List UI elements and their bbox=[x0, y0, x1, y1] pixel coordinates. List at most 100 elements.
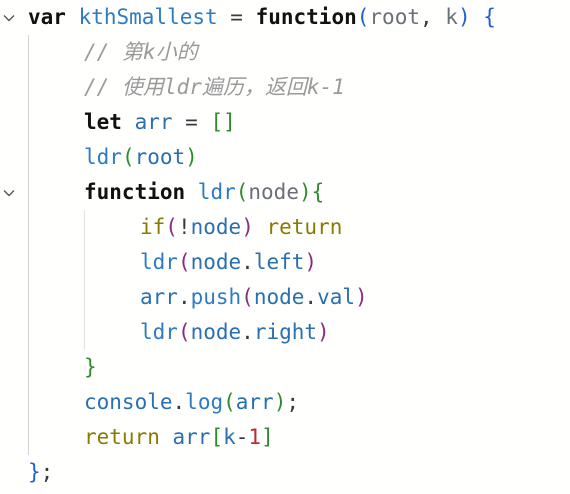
code-token: left bbox=[253, 250, 305, 274]
code-token: ) bbox=[317, 320, 330, 344]
code-token: . bbox=[241, 250, 254, 274]
code-token: ; bbox=[40, 460, 54, 484]
code-token: node bbox=[248, 180, 299, 204]
code-token: arr bbox=[172, 425, 211, 449]
code-line[interactable]: let arr = [] bbox=[0, 105, 570, 140]
code-token: ldr bbox=[197, 180, 236, 204]
code-token: ( bbox=[235, 180, 249, 204]
code-token: - bbox=[235, 425, 249, 449]
code-text: arr.push(node.val) bbox=[140, 280, 368, 315]
code-token: right bbox=[253, 320, 318, 344]
code-line[interactable]: var kthSmallest = function(root, k) { bbox=[0, 0, 570, 35]
code-token: = bbox=[172, 110, 211, 134]
code-text: return arr[k-1] bbox=[84, 420, 274, 455]
code-line[interactable]: return arr[k-1] bbox=[0, 420, 570, 455]
code-token: ) bbox=[185, 145, 198, 169]
code-token: . bbox=[241, 320, 254, 344]
code-token: . bbox=[304, 285, 318, 309]
code-token: { bbox=[311, 180, 325, 204]
code-token: 1 bbox=[248, 425, 262, 449]
code-token: ; bbox=[286, 390, 300, 414]
code-token: ! bbox=[177, 215, 191, 239]
code-token: val bbox=[317, 285, 355, 309]
code-token: ) bbox=[273, 390, 287, 414]
code-token: node bbox=[190, 215, 242, 239]
code-text: if(!node) return bbox=[140, 210, 342, 245]
code-token: root bbox=[134, 145, 186, 169]
code-token: arr bbox=[134, 110, 173, 134]
code-text: console.log(arr); bbox=[84, 385, 299, 420]
code-token: [] bbox=[210, 110, 236, 134]
code-line[interactable]: } bbox=[0, 350, 570, 385]
code-line[interactable]: ldr(root) bbox=[0, 140, 570, 175]
code-token: ( bbox=[165, 215, 178, 239]
code-line[interactable]: console.log(arr); bbox=[0, 385, 570, 420]
code-token: ( bbox=[121, 145, 135, 169]
code-token: ) bbox=[298, 180, 312, 204]
code-token: ) bbox=[457, 5, 471, 29]
code-token: log bbox=[185, 390, 224, 414]
code-token: ldr bbox=[84, 145, 122, 169]
code-token: . bbox=[172, 390, 186, 414]
code-token: arr bbox=[235, 390, 274, 414]
code-token: = bbox=[217, 5, 256, 29]
code-token: } bbox=[28, 460, 41, 484]
code-token: var bbox=[28, 5, 79, 29]
code-token: // 第k小的 bbox=[84, 40, 198, 64]
code-token bbox=[471, 5, 484, 29]
indent-guide-level-2 bbox=[84, 210, 85, 350]
code-text: // 第k小的 bbox=[84, 35, 198, 70]
code-token: node bbox=[253, 285, 305, 309]
code-token: push bbox=[190, 285, 242, 309]
code-token bbox=[254, 215, 267, 239]
code-token: ) bbox=[304, 250, 318, 274]
code-token: ( bbox=[177, 320, 191, 344]
chevron-down-icon[interactable] bbox=[0, 175, 18, 210]
code-text: let arr = [] bbox=[84, 105, 236, 140]
code-text: ldr(node.left) bbox=[140, 245, 317, 280]
code-token: ( bbox=[241, 285, 254, 309]
code-token: return bbox=[84, 425, 173, 449]
code-token: if bbox=[140, 215, 166, 239]
code-text: var kthSmallest = function(root, k) { bbox=[28, 0, 496, 35]
code-line[interactable]: if(!node) return bbox=[0, 210, 570, 245]
code-token: ] bbox=[261, 425, 274, 449]
code-token: node bbox=[190, 250, 242, 274]
code-token: arr bbox=[140, 285, 178, 309]
code-token: ) bbox=[241, 215, 254, 239]
code-text: // 使用ldr遍历，返回k-1 bbox=[84, 70, 345, 105]
code-text: function ldr(node){ bbox=[84, 175, 324, 210]
code-token: [ bbox=[210, 425, 224, 449]
code-token: function bbox=[255, 5, 357, 29]
code-line[interactable]: }; bbox=[0, 455, 570, 490]
code-token: ( bbox=[223, 390, 236, 414]
code-token: ldr bbox=[140, 320, 178, 344]
code-token: k bbox=[223, 425, 236, 449]
code-token: let bbox=[84, 110, 135, 134]
code-token: console bbox=[84, 390, 173, 414]
code-line[interactable]: ldr(node.left) bbox=[0, 245, 570, 280]
code-token: ( bbox=[356, 5, 370, 29]
code-token: . bbox=[177, 285, 191, 309]
code-token: , bbox=[419, 5, 446, 29]
code-token: ) bbox=[355, 285, 368, 309]
code-line[interactable]: arr.push(node.val) bbox=[0, 280, 570, 315]
code-text: } bbox=[84, 350, 97, 385]
code-token: { bbox=[483, 5, 496, 29]
code-token: root bbox=[369, 5, 420, 29]
chevron-down-icon[interactable] bbox=[0, 0, 18, 35]
code-line[interactable]: ldr(node.right) bbox=[0, 315, 570, 350]
code-token: kthSmallest bbox=[78, 5, 218, 29]
code-token: function bbox=[84, 180, 198, 204]
code-text: }; bbox=[28, 455, 53, 490]
indent-guide-level-1 bbox=[28, 35, 29, 455]
code-token: ( bbox=[177, 250, 191, 274]
code-line[interactable]: // 第k小的 bbox=[0, 35, 570, 70]
code-token: ldr bbox=[140, 250, 178, 274]
code-token: k bbox=[445, 5, 458, 29]
code-line[interactable]: function ldr(node){ bbox=[0, 175, 570, 210]
code-line[interactable]: // 使用ldr遍历，返回k-1 bbox=[0, 70, 570, 105]
code-text: ldr(node.right) bbox=[140, 315, 330, 350]
code-token: node bbox=[190, 320, 242, 344]
